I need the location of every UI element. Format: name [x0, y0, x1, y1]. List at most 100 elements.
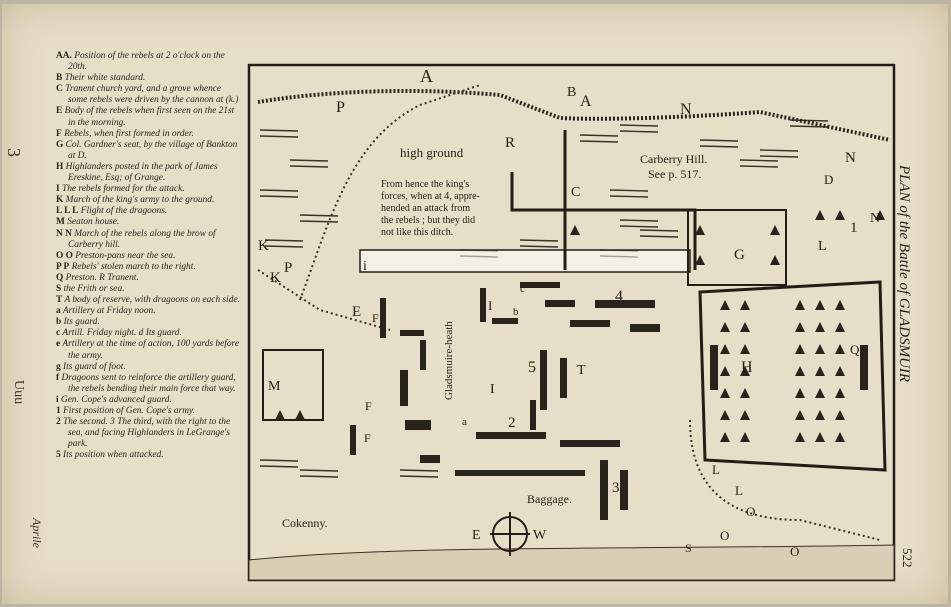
- compass-west: W: [533, 528, 547, 543]
- troop-block: [710, 345, 718, 390]
- hatch-line: [289, 159, 329, 162]
- hatch-line: [609, 189, 649, 192]
- hatch-line: [289, 165, 329, 168]
- legend-key: Q: [56, 272, 64, 283]
- map-letter-D: D: [824, 172, 833, 187]
- tree-icon: [835, 344, 845, 354]
- trees: [275, 210, 885, 442]
- map-title: PLAN of the Battle of GLADSMUIR: [896, 164, 912, 382]
- map-letter-C: C: [571, 185, 580, 200]
- hatch-line: [259, 135, 299, 138]
- map-letter-A1: A: [420, 66, 433, 86]
- label-high-ground: high ground: [400, 145, 464, 160]
- map-letter-B: B: [567, 85, 576, 100]
- legend-item: K March of the king's army to the ground…: [56, 195, 242, 206]
- map-letter-I2: I: [490, 382, 495, 397]
- page-number: 522: [900, 548, 915, 568]
- map-letter-F1: F: [372, 311, 379, 325]
- tree-icon: [795, 410, 805, 420]
- tree-icon: [740, 432, 750, 442]
- legend-text: Preston-pans near the sea.: [75, 250, 176, 261]
- hatch-line: [619, 219, 659, 222]
- legend-text: Its guard of foot.: [63, 361, 126, 372]
- hatch-line: [259, 189, 299, 192]
- map-letter-n2: 2: [508, 415, 516, 431]
- label-carberry-hill: Carberry Hill.: [640, 152, 707, 166]
- legend-item: g Its guard of foot.: [56, 362, 242, 373]
- troop-blocks: [350, 282, 868, 520]
- map-letter-K2: K: [270, 270, 281, 286]
- legend-key: S: [56, 283, 62, 294]
- map-letter-i: i: [363, 259, 367, 274]
- legend-text: A body of reserve, with dragoons on each…: [64, 295, 240, 306]
- legend-item: L L L Flight of the dragoons.: [56, 206, 242, 217]
- hatch-line: [259, 459, 299, 462]
- tree-icon: [695, 255, 705, 265]
- legend-item: C Tranent church yard, and a grove whenc…: [56, 84, 242, 106]
- dragoon-flight-route: [689, 419, 881, 541]
- tree-icon: [795, 366, 805, 376]
- troop-block: [530, 400, 536, 430]
- map-letter-I1: I: [488, 298, 492, 313]
- tree-icon: [815, 388, 825, 398]
- tree-icon: [720, 344, 730, 354]
- map-letter-K1: K: [258, 238, 269, 254]
- legend-item: 2 The second. 3 The third, with the righ…: [56, 417, 242, 450]
- legend-text: Dragoons sent to reinforce the artillery…: [61, 372, 236, 394]
- legend-item: e Artillery at the time of action, 100 y…: [56, 339, 242, 361]
- legend-key: f: [56, 372, 60, 383]
- ditch-note: From hence the king's forces, when at 4,…: [381, 179, 480, 238]
- svg-text:hended an attack from: hended an attack from: [381, 203, 470, 214]
- hatch-line: [759, 149, 799, 152]
- legend-text: Gen. Cope's advanced guard.: [60, 394, 172, 405]
- tree-icon: [740, 410, 750, 420]
- legend-item: H Highlanders posted in the park of Jame…: [56, 162, 242, 184]
- tree-icon: [875, 210, 885, 220]
- legend-text: the Frith or sea.: [63, 283, 125, 294]
- legend-item: i Gen. Cope's advanced guard.: [56, 395, 242, 406]
- hatch-line: [619, 124, 659, 127]
- legend-item: E Body of the rebels when first seen on …: [56, 106, 242, 128]
- legend-item: M Seaton house.: [56, 217, 242, 228]
- map-letter-n4: 4: [615, 288, 623, 305]
- map-letter-E: E: [352, 304, 361, 320]
- troop-block: [420, 455, 440, 463]
- troop-block: [492, 318, 518, 324]
- tree-icon: [795, 432, 805, 442]
- map-letter-O1: O: [746, 504, 755, 519]
- legend-item: a Artillery at Friday noon.: [56, 306, 242, 317]
- legend-key: M: [56, 217, 65, 228]
- hatch-line: [299, 475, 339, 478]
- hatch-line: [699, 145, 739, 148]
- label-cokenny: Cokenny.: [282, 516, 328, 530]
- troop-block: [455, 470, 585, 476]
- tranent-wall: [510, 172, 697, 270]
- legend-key: a: [56, 306, 61, 317]
- troop-block: [480, 288, 486, 322]
- tree-icon: [795, 388, 805, 398]
- legend-text: Col. Gardner's seat, by the village of B…: [65, 139, 238, 161]
- legend-text: Their white standard.: [64, 73, 146, 84]
- legend-item: c Artill. Friday night. d Its guard.: [56, 328, 242, 339]
- hatch-line: [259, 195, 299, 198]
- tree-icon: [295, 410, 305, 420]
- legend-text: Highlanders posted in the park of James …: [65, 161, 218, 184]
- label-baggage: Baggage.: [527, 492, 572, 506]
- troop-block: [405, 420, 431, 430]
- svg-text:the rebels ; but they did: the rebels ; but they did: [381, 215, 475, 226]
- legend-key: g: [56, 361, 61, 372]
- legend-item: I The rebels formed for the attack.: [56, 184, 242, 195]
- map-letter-n1: 1: [850, 220, 858, 236]
- legend-item: 5 Its position when attacked.: [56, 450, 242, 461]
- hatch-line: [299, 214, 339, 217]
- hatch-line: [759, 155, 799, 158]
- compass-east: E: [472, 528, 481, 543]
- tree-icon: [815, 432, 825, 442]
- legend-item: T A body of reserve, with dragoons on ea…: [56, 295, 242, 306]
- map-letter-c: c: [520, 283, 525, 295]
- legend-text: First position of Gen. Cope's army.: [63, 406, 195, 416]
- legend-text: Its position when attacked.: [63, 450, 164, 461]
- legend-text: Preston. R Tranent.: [65, 272, 139, 283]
- legend-text: The rebels formed for the attack.: [62, 184, 185, 195]
